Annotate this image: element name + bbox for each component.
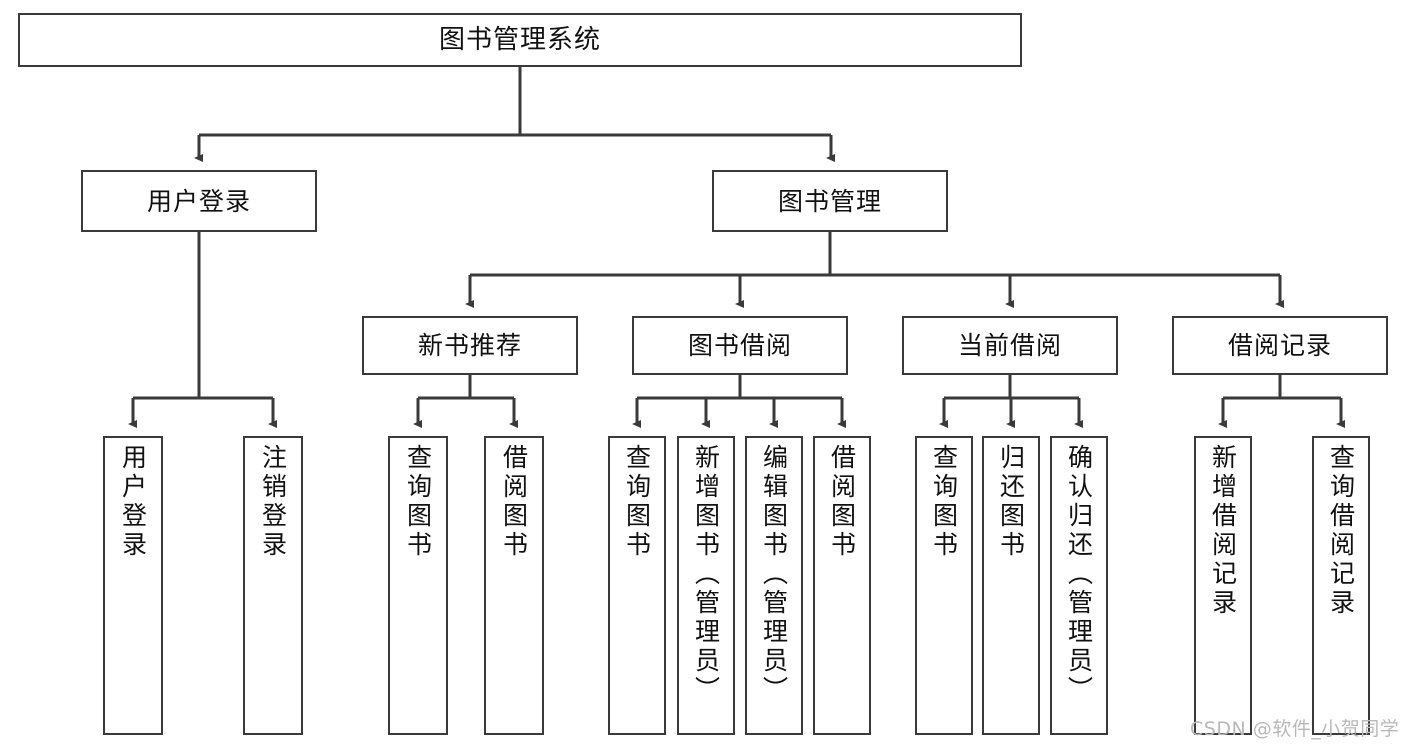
- leaf-add-book-admin[interactable]: 新增图书（管理员）: [677, 436, 735, 735]
- leaf-borrow-books-recommend[interactable]: 借阅图书: [484, 436, 544, 735]
- leaf-query-books-current-label: 查询图书: [929, 444, 959, 560]
- leaf-add-borrow-record-label: 新增借阅记录: [1208, 444, 1238, 618]
- node-current-borrow[interactable]: 当前借阅: [902, 316, 1118, 375]
- node-root-system[interactable]: 图书管理系统: [18, 13, 1022, 67]
- leaf-edit-book-admin-label: 编辑图书（管理员）: [759, 444, 789, 705]
- leaf-query-books-borrow[interactable]: 查询图书: [608, 436, 666, 735]
- leaf-confirm-return-admin-label: 确认归还（管理员）: [1064, 444, 1094, 705]
- leaf-query-borrow-record-label: 查询借阅记录: [1326, 444, 1356, 618]
- leaf-borrow-books-label: 借阅图书: [827, 444, 857, 560]
- leaf-add-borrow-record[interactable]: 新增借阅记录: [1194, 436, 1252, 735]
- node-book-management-label: 图书管理: [777, 186, 882, 216]
- leaf-edit-book-admin[interactable]: 编辑图书（管理员）: [745, 436, 803, 735]
- node-new-book-recommend[interactable]: 新书推荐: [362, 316, 578, 375]
- leaf-return-books-label: 归还图书: [996, 444, 1026, 560]
- leaf-add-book-admin-label: 新增图书（管理员）: [691, 444, 721, 705]
- leaf-borrow-books[interactable]: 借阅图书: [813, 436, 871, 735]
- leaf-borrow-books-recommend-label: 借阅图书: [499, 444, 529, 560]
- leaf-logout-label: 注销登录: [258, 444, 288, 560]
- node-new-book-recommend-label: 新书推荐: [417, 331, 522, 360]
- node-current-borrow-label: 当前借阅: [957, 331, 1062, 360]
- leaf-confirm-return-admin[interactable]: 确认归还（管理员）: [1050, 436, 1108, 735]
- node-borrow-records[interactable]: 借阅记录: [1172, 316, 1388, 375]
- leaf-query-books-borrow-label: 查询图书: [622, 444, 652, 560]
- node-book-borrow[interactable]: 图书借阅: [632, 316, 848, 375]
- leaf-query-books-recommend-label: 查询图书: [403, 444, 433, 560]
- leaf-query-borrow-record[interactable]: 查询借阅记录: [1312, 436, 1370, 735]
- node-root-system-label: 图书管理系统: [438, 24, 601, 55]
- leaf-return-books[interactable]: 归还图书: [982, 436, 1040, 735]
- node-book-management[interactable]: 图书管理: [712, 170, 948, 232]
- leaf-query-books-current[interactable]: 查询图书: [915, 436, 973, 735]
- node-user-login[interactable]: 用户登录: [81, 170, 317, 232]
- leaf-user-login-label: 用户登录: [118, 444, 148, 560]
- leaf-logout[interactable]: 注销登录: [243, 436, 303, 735]
- node-book-borrow-label: 图书借阅: [687, 331, 792, 360]
- leaf-user-login[interactable]: 用户登录: [103, 436, 163, 735]
- node-user-login-label: 用户登录: [146, 186, 251, 216]
- node-borrow-records-label: 借阅记录: [1227, 331, 1332, 360]
- leaf-query-books-recommend[interactable]: 查询图书: [388, 436, 448, 735]
